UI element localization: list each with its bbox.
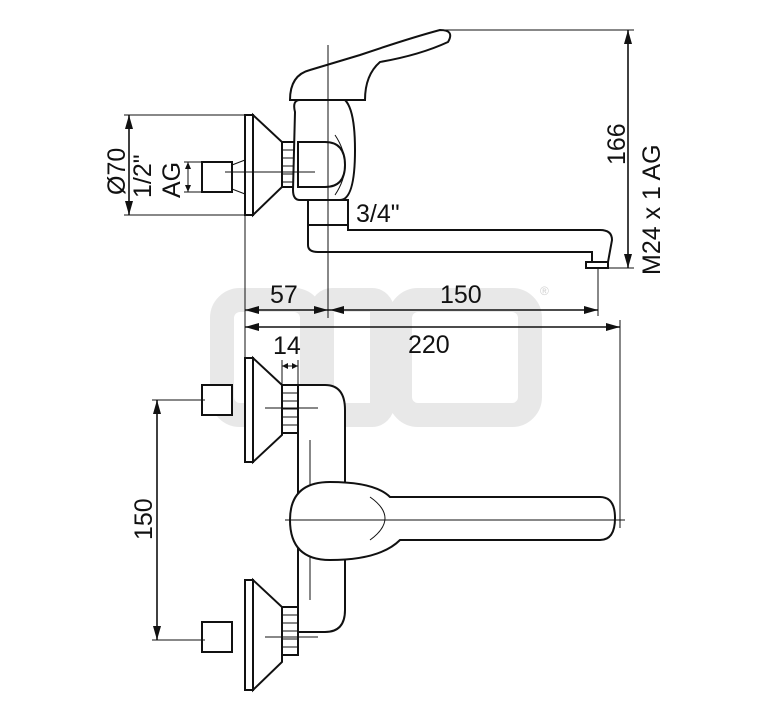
wall-to-axis-dimension: 57 [270,281,298,309]
wall-plate [244,114,254,216]
horizontal-dimensions: 57 150 220 [244,215,621,528]
plate-diameter-label: Ø70 [103,148,131,195]
inlet-spacing-dimension: 150 [130,498,158,540]
watermark-registered-mark: ® [540,284,549,298]
lever-front [288,480,617,562]
nut-width-dimension: 14 [273,332,301,360]
inlet-thread-size-label: 1/2" [129,154,157,198]
inlet-thread-type-label: AG [158,162,186,198]
side-view: 3/4" 166 M24 x 1 AG Ø70 1/2" AG [103,28,666,318]
inlet-connector [201,161,233,193]
overall-length-dimension: 220 [408,331,450,359]
spout [307,224,614,263]
front-view: 14 150 [130,332,625,693]
spout-thread-label: M24 x 1 AG [638,144,666,275]
spout-reach-dimension: 150 [440,281,482,309]
lever-handle [288,28,452,101]
plate-cone [252,112,283,218]
outlet-thread-label: 3/4" [356,200,400,228]
height-dimension: 166 [603,123,631,165]
